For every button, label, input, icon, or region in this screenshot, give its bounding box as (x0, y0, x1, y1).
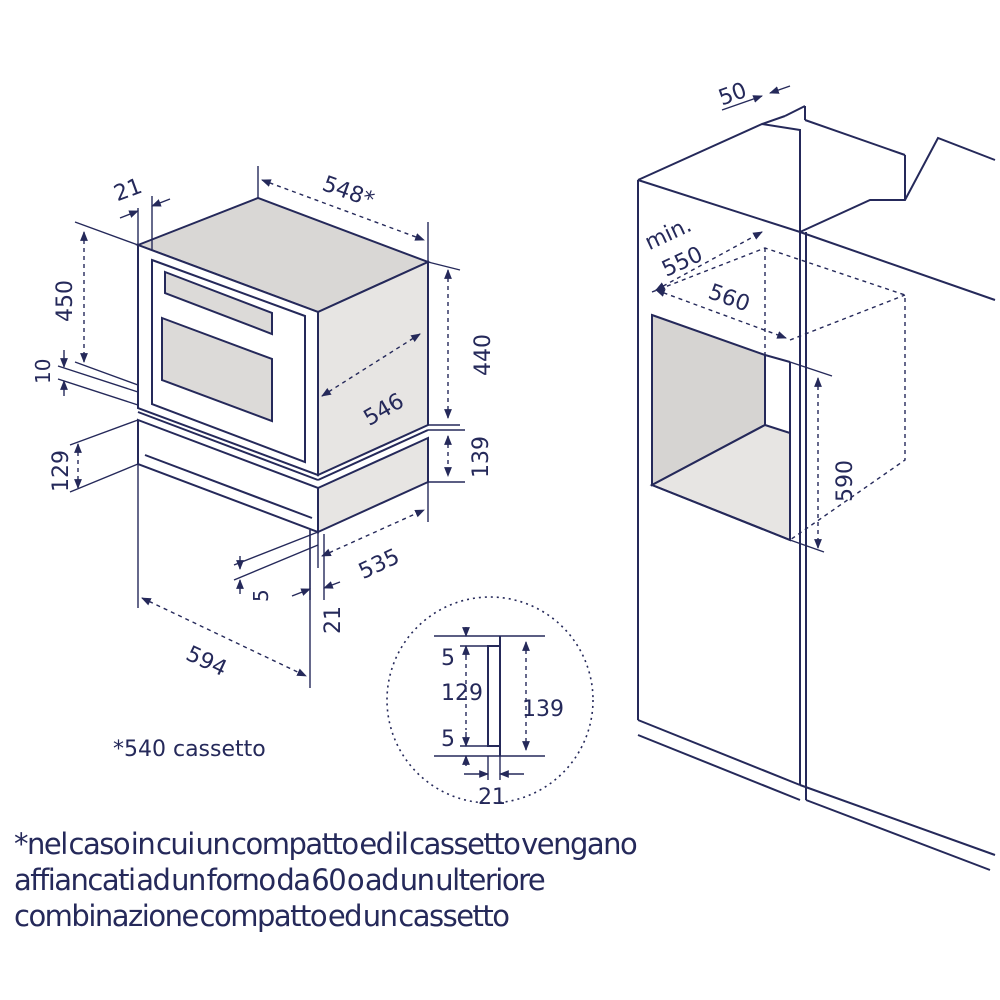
label-bottom-depth: 535 (355, 544, 404, 584)
label-bottom-offset: 5 (249, 589, 273, 602)
dim-gap-top: 10 (31, 350, 139, 406)
dim-niche-top-depth: 50 (715, 78, 791, 111)
label-overall-width: 594 (182, 642, 231, 682)
label-drawer-height: 129 (49, 450, 74, 492)
dim-niche-min-depth: min. 550 (641, 213, 763, 291)
detail-label-thickness: 21 (478, 785, 506, 810)
dim-compact-height: 450 (53, 221, 139, 386)
detail-label-gap-top: 5 (441, 646, 455, 671)
detail-label-gap-bottom: 5 (441, 727, 455, 752)
compact-oven-appliance (135, 196, 431, 477)
label-depth-top: 548* (319, 172, 377, 214)
label-gap-top: 10 (31, 359, 55, 384)
label-side-height: 440 (471, 334, 496, 376)
detail-circle: 5 129 5 139 21 (386, 596, 594, 810)
dim-drawer-panel-depth: 21 (291, 530, 346, 634)
label-drawer-panel-depth: 21 (321, 606, 346, 634)
footnote-line-2: affiancati ad un forno da 60 o ad un ult… (14, 863, 546, 897)
label-drawer-side-height: 139 (469, 436, 494, 478)
label-niche-width: 560 (705, 280, 753, 318)
label-compact-height: 450 (53, 280, 78, 322)
detail-label-total-height: 139 (522, 697, 564, 722)
dim-side-height: 440 (427, 261, 496, 426)
label-niche-top-depth: 50 (715, 78, 750, 111)
label-niche-height: 590 (833, 460, 858, 502)
dim-drawer-height: 129 (49, 419, 139, 493)
dim-drawer-side-height: 139 (428, 429, 494, 483)
drawer-depth-note: *540 cassetto (113, 737, 266, 762)
label-front-panel-depth: 21 (111, 174, 146, 207)
footnote-line-3: combinazione compatto ed un cassetto (14, 899, 510, 933)
dim-niche-height: 590 (789, 361, 858, 553)
footnote: *nel caso in cui un compatto ed il casse… (14, 826, 994, 934)
kitchen-cabinet (637, 105, 996, 871)
detail-label-drawer-height: 129 (441, 681, 483, 706)
footnote-line-1: *nel caso in cui un compatto ed il casse… (14, 827, 638, 861)
